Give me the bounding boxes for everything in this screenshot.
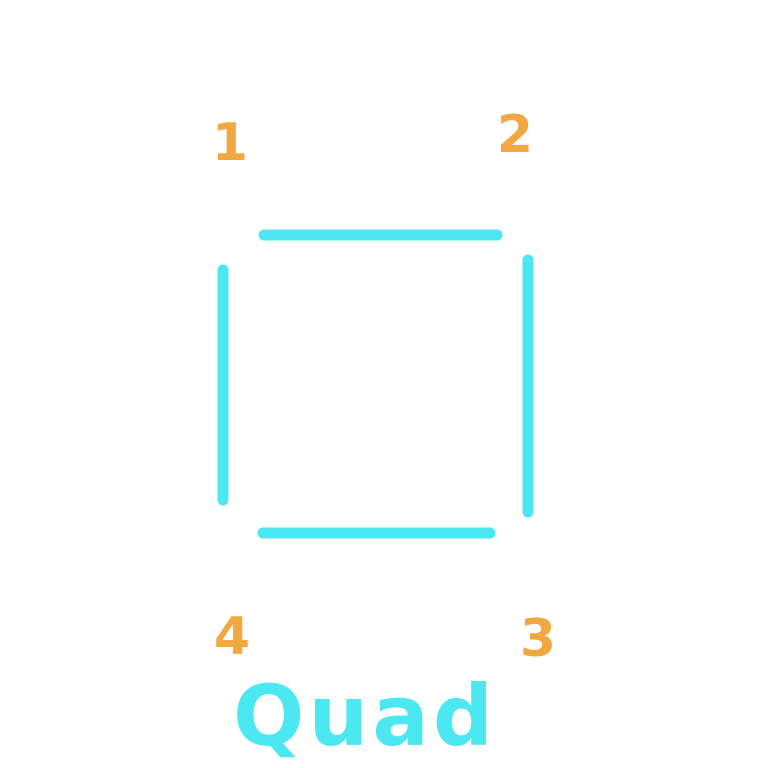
corner-label-4: 4	[214, 607, 250, 667]
corner-label-3: 3	[520, 609, 556, 669]
corner-label-2: 2	[497, 105, 533, 165]
title-label: Quad	[233, 667, 497, 765]
corner-label-1: 1	[212, 113, 248, 173]
quad-outline	[217, 229, 534, 539]
